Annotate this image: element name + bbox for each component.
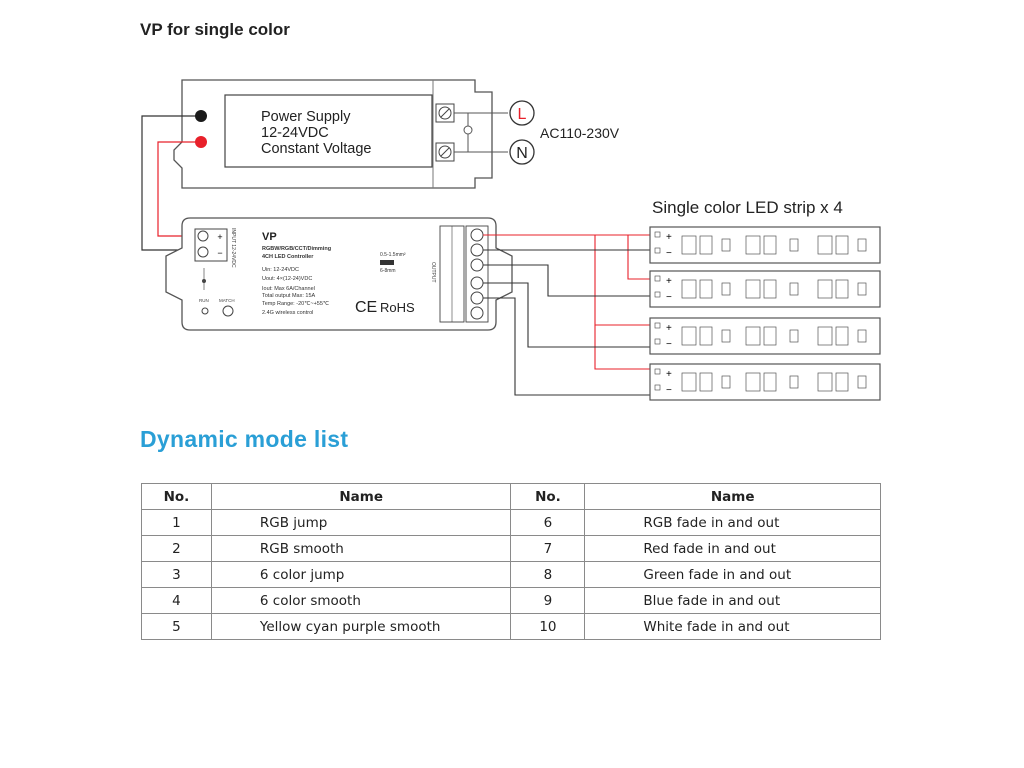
rohs-mark: RoHS	[380, 300, 415, 315]
neutral-terminal-circle	[509, 139, 535, 165]
mode-name: RGB smooth	[210, 535, 512, 562]
output-wires	[483, 234, 652, 396]
input-label: INPUT 12-24VDC	[230, 228, 236, 268]
table-row: 1 RGB jump 6 RGB fade in and out	[141, 509, 881, 536]
led-strip: + −	[649, 270, 881, 308]
strip-plus-label: +	[666, 232, 672, 243]
mode-name: White fade in and out	[584, 613, 881, 640]
power-supply-mode: Constant Voltage	[261, 141, 371, 157]
led-strip: + −	[649, 363, 881, 401]
led-strip: + −	[649, 226, 881, 264]
live-terminal-label: L	[518, 106, 527, 123]
controller-spec-uin: Uin: 12-24VDC	[262, 267, 299, 273]
column-header-no: No.	[510, 483, 586, 510]
mode-number: 9	[510, 587, 586, 614]
output-label: OUTPUT	[430, 262, 436, 283]
mode-number: 5	[141, 613, 212, 640]
led-strip: + −	[649, 317, 881, 355]
match-label: MATCH	[219, 298, 235, 303]
controller-desc2: 4CH LED Controller	[262, 254, 314, 260]
ce-mark: CE	[355, 299, 377, 316]
run-label: RUN	[199, 298, 209, 303]
mode-name: 6 color smooth	[210, 587, 512, 614]
wire-spec-strip: 6-8mm	[380, 268, 396, 274]
neutral-terminal-label: N	[516, 145, 528, 162]
mode-name: RGB jump	[210, 509, 512, 536]
controller-spec-wireless: 2.4G wireless control	[262, 310, 313, 316]
column-header-name: Name	[584, 483, 881, 510]
input-plus-label: +	[217, 232, 222, 242]
controller-model: VP	[262, 231, 277, 243]
controller: + − INPUT 12-24VDC VP RGBW/RGB/CCT/Dimmi…	[165, 217, 513, 331]
strip-minus-label: −	[666, 248, 672, 259]
mode-table: No. Name No. Name 1 RGB jump 6 RGB fade …	[141, 483, 881, 640]
table-row: 3 6 color jump 8 Green fade in and out	[141, 561, 881, 588]
strip-minus-label: −	[666, 385, 672, 396]
power-supply-label-box	[224, 94, 433, 168]
mode-number: 10	[510, 613, 586, 640]
mode-name: RGB fade in and out	[584, 509, 881, 536]
power-supply-title: Power Supply	[261, 109, 351, 125]
match-button[interactable]	[222, 305, 234, 317]
wire-spec-gauge: 0.5-1.5mm²	[380, 252, 406, 258]
dc-wires	[141, 115, 200, 251]
wiring-diagram: Power Supply 12-24VDC Constant Voltage L…	[141, 79, 881, 401]
mode-number: 2	[141, 535, 212, 562]
strip-section-label: Single color LED strip x 4	[652, 198, 843, 217]
mode-name: Blue fade in and out	[584, 587, 881, 614]
strip-plus-label: +	[666, 276, 672, 287]
column-header-no: No.	[141, 483, 212, 510]
mode-number: 1	[141, 509, 212, 536]
strip-minus-label: −	[666, 292, 672, 303]
power-supply-voltage: 12-24VDC	[261, 125, 329, 141]
mode-name: Red fade in and out	[584, 535, 881, 562]
table-row: 5 Yellow cyan purple smooth 10 White fad…	[141, 613, 881, 640]
mode-number: 7	[510, 535, 586, 562]
antenna-icon	[202, 279, 206, 283]
mode-name: 6 color jump	[210, 561, 512, 588]
strip-plus-label: +	[666, 323, 672, 334]
mode-number: 4	[141, 587, 212, 614]
power-supply: Power Supply 12-24VDC Constant Voltage	[173, 79, 493, 189]
controller-desc1: RGBW/RGB/CCT/Dimming	[262, 246, 331, 252]
page-title: VP for single color	[140, 20, 290, 39]
ac-input: L N AC110-230V	[454, 100, 620, 165]
input-minus-label: −	[217, 248, 222, 258]
live-terminal-circle	[509, 100, 535, 126]
controller-spec-temp: Temp Range: -20℃~+55℃	[262, 301, 330, 307]
dc-positive-terminal	[195, 136, 207, 148]
mode-name: Green fade in and out	[584, 561, 881, 588]
controller-spec-uout: Uout: 4×(12-24)VDC	[262, 276, 312, 282]
strip-minus-label: −	[666, 339, 672, 350]
ac-voltage-label: AC110-230V	[540, 125, 620, 141]
dc-negative-terminal	[195, 110, 207, 122]
mode-number: 6	[510, 509, 586, 536]
mode-number: 8	[510, 561, 586, 588]
table-row: 4 6 color smooth 9 Blue fade in and out	[141, 587, 881, 614]
section-title: Dynamic mode list	[140, 426, 349, 452]
strip-plus-label: +	[666, 369, 672, 380]
controller-spec-iout: Iout: Max 6A/Channel	[262, 286, 315, 292]
controller-spec-total: Total output Max: 15A	[262, 293, 316, 299]
mode-number: 3	[141, 561, 212, 588]
column-header-name: Name	[210, 483, 512, 510]
table-header-row: No. Name No. Name	[141, 483, 881, 510]
mode-name: Yellow cyan purple smooth	[210, 613, 512, 640]
table-row: 2 RGB smooth 7 Red fade in and out	[141, 535, 881, 562]
run-indicator	[201, 307, 209, 315]
